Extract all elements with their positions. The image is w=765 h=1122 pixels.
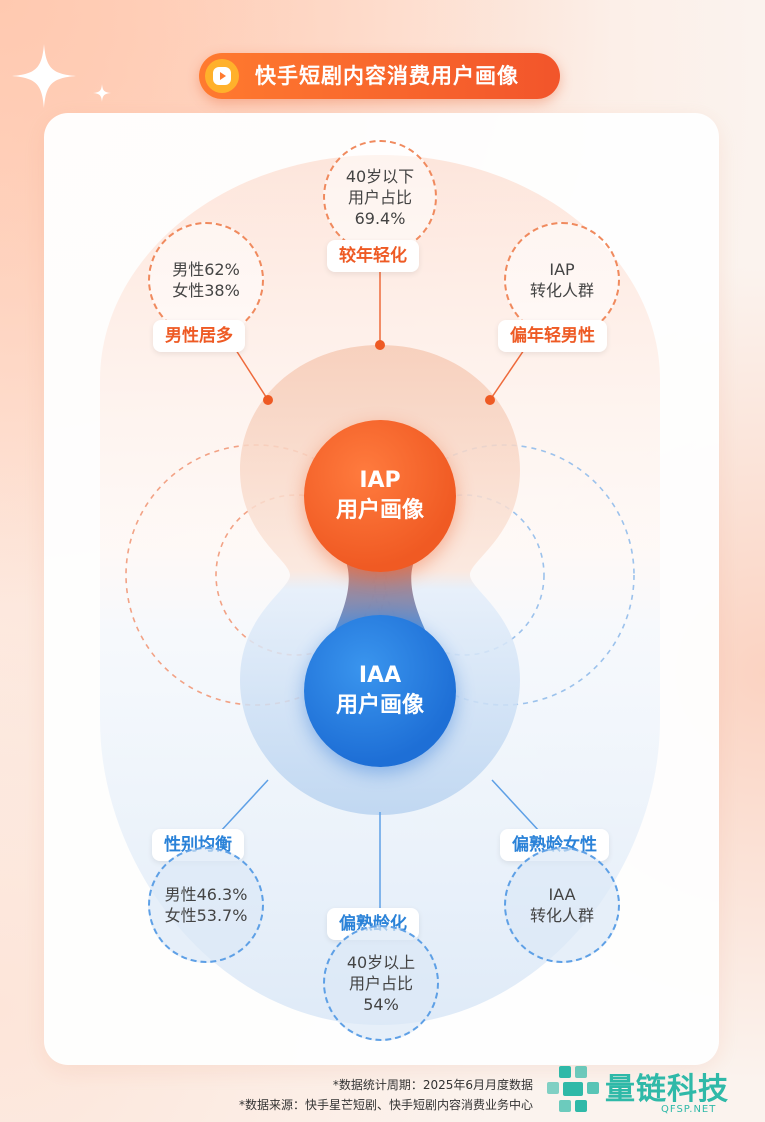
iap-age-bubble: 40岁以下 用户占比 69.4% bbox=[323, 140, 437, 254]
bubble-text: 转化人群 bbox=[529, 281, 594, 300]
iap-gender-bubble: 男性62% 女性38% bbox=[148, 222, 264, 338]
bubble-text: 转化人群 bbox=[529, 906, 594, 925]
iap-core-circle: IAP 用户画像 bbox=[304, 420, 456, 572]
bubble-text: 女性38% bbox=[172, 281, 240, 300]
iap-age-label: 较年轻化 bbox=[327, 240, 419, 272]
iap-gender-label: 男性居多 bbox=[153, 320, 245, 352]
footnote-source: *数据来源：快手星芒短剧、快手短剧内容消费业务中心 bbox=[238, 1098, 533, 1112]
bubble-text: IAP bbox=[549, 260, 575, 279]
sparkle-icon bbox=[12, 44, 76, 112]
bubble-text: 40岁以下 bbox=[345, 166, 415, 186]
bubble-text: 用户占比 bbox=[348, 973, 413, 993]
core-subtitle: 用户画像 bbox=[335, 693, 424, 718]
iaa-core-circle: IAA 用户画像 bbox=[304, 615, 456, 767]
title-banner: 快手短剧内容消费用户画像 bbox=[199, 53, 560, 99]
footnote-period: *数据统计周期：2025年6月月度数据 bbox=[332, 1078, 533, 1092]
sparkle-small-icon bbox=[93, 84, 111, 106]
watermark-logo-icon bbox=[547, 1066, 599, 1112]
bubble-text: 40岁以上 bbox=[346, 952, 416, 972]
bubble-text: IAA bbox=[548, 885, 576, 904]
core-subtitle: 用户画像 bbox=[335, 498, 424, 523]
bubble-text: 用户占比 bbox=[347, 187, 412, 207]
watermark-url: QFSP.NET bbox=[661, 1104, 717, 1115]
bubble-text: 女性53.7% bbox=[164, 906, 248, 925]
bubble-text: 男性46.3% bbox=[164, 885, 248, 904]
bubble-text: 男性62% bbox=[172, 260, 240, 279]
bubble-text: 69.4% bbox=[354, 208, 406, 228]
watermark-name: 量链科技 bbox=[605, 1072, 729, 1107]
iap-conversion-label: 偏年轻男性 bbox=[498, 320, 607, 352]
iaa-age-bubble: 40岁以上 用户占比 54% bbox=[323, 925, 439, 1041]
play-icon bbox=[205, 59, 239, 93]
core-title: IAP bbox=[359, 468, 401, 493]
iap-conversion-bubble: IAP 转化人群 bbox=[504, 222, 620, 338]
watermark: 量链科技 QFSP.NET bbox=[545, 1062, 760, 1117]
bubble-text: 54% bbox=[363, 994, 399, 1014]
iaa-gender-bubble: 男性46.3% 女性53.7% bbox=[148, 847, 264, 963]
page-title: 快手短剧内容消费用户画像 bbox=[255, 64, 519, 88]
core-title: IAA bbox=[358, 663, 402, 688]
iaa-conversion-bubble: IAA 转化人群 bbox=[504, 847, 620, 963]
